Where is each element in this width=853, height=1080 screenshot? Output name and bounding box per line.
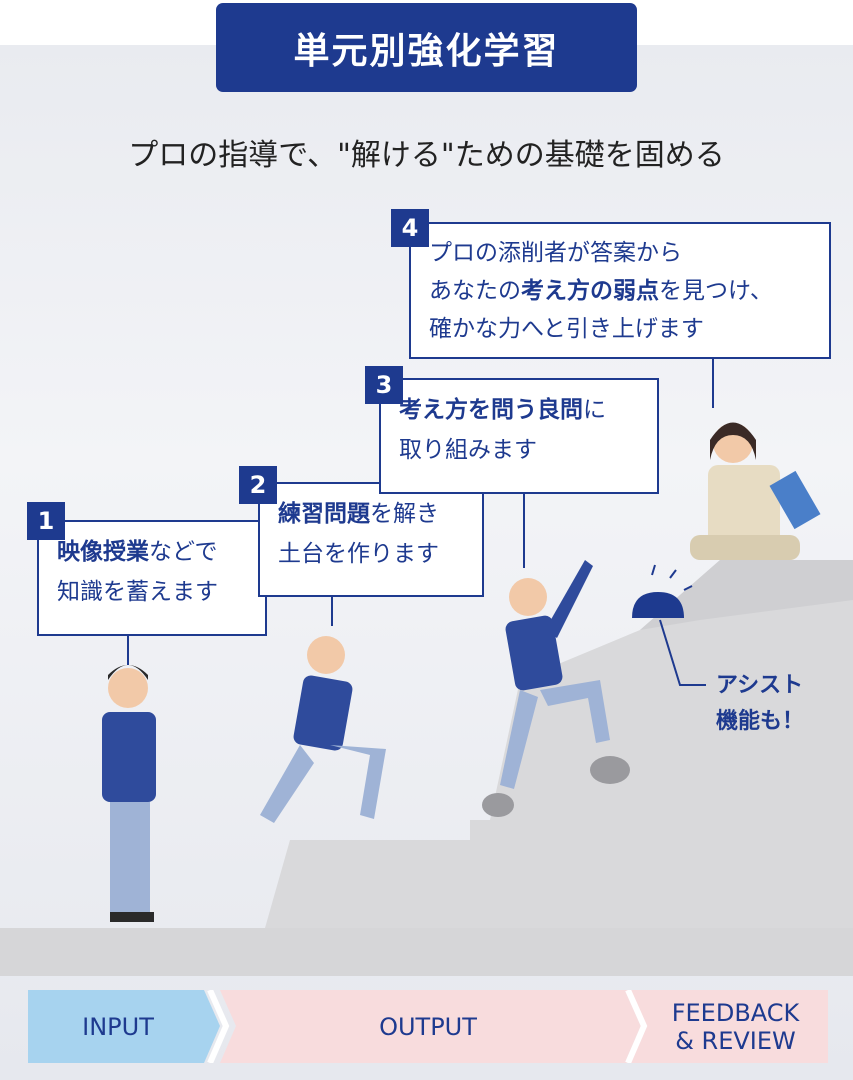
assist-line2: 機能も！ xyxy=(716,709,805,734)
step3-box: 考え方を問う良問に 取り組みます xyxy=(379,378,659,494)
step1-text: などで xyxy=(149,539,218,565)
assist-line1: アシスト xyxy=(716,673,804,698)
step2-number: 2 xyxy=(239,466,277,504)
assist-label: アシスト 機能も！ xyxy=(716,668,804,740)
step2-line2: 土台を作ります xyxy=(278,541,439,567)
flow-output-label: OUTPUT xyxy=(379,1012,477,1041)
step3-line2: 取り組みます xyxy=(399,437,537,463)
flow-feedback-line2: & REVIEW xyxy=(675,1026,796,1055)
assist-pointer xyxy=(659,619,706,686)
step4-line2-post: を見つけ、 xyxy=(659,278,773,304)
step2-bold: 練習問題 xyxy=(278,501,370,527)
step4-line2-pre: あなたの xyxy=(429,278,521,304)
flow-feedback-label: FEEDBACK & REVIEW xyxy=(643,990,828,1063)
step1-connector xyxy=(127,635,129,665)
student-figure-3 xyxy=(482,560,630,817)
step2-connector xyxy=(331,596,333,626)
step1-line2: 知識を蓄えます xyxy=(57,579,218,605)
step4-number: 4 xyxy=(391,209,429,247)
student-figure-2 xyxy=(260,636,386,823)
step1-number: 1 xyxy=(27,502,65,540)
student-figure-1 xyxy=(102,665,156,922)
stairs xyxy=(265,560,853,928)
flow-feedback-line1: FEEDBACK xyxy=(671,998,800,1027)
tutor-figure xyxy=(690,422,821,560)
page-title: 単元別強化学習 xyxy=(216,3,637,92)
step4-box: プロの添削者が答案から あなたの考え方の弱点を見つけ、 確かな力へと引き上げます xyxy=(409,222,831,359)
output-segment xyxy=(220,990,640,1063)
flow-input-label: INPUT xyxy=(82,1012,154,1041)
step4-bold: 考え方の弱点 xyxy=(521,278,659,304)
input-segment xyxy=(28,990,220,1063)
subtitle: プロの指導で、"解ける"ための基礎を固める xyxy=(128,138,725,173)
feedback-segment xyxy=(624,990,828,1063)
step3-text: に xyxy=(583,397,606,423)
step2-text: を解き xyxy=(370,501,439,527)
step1-box: 映像授業などで 知識を蓄えます xyxy=(37,520,267,636)
step1-bold: 映像授業 xyxy=(57,539,149,565)
flow-bar: INPUT OUTPUT FEEDBACK & REVIEW xyxy=(28,990,828,1063)
step4-connector xyxy=(712,358,714,408)
step3-number: 3 xyxy=(365,366,403,404)
helmet-icon xyxy=(632,592,684,618)
step4-line1: プロの添削者が答案から xyxy=(429,240,682,266)
step3-bold: 考え方を問う良問 xyxy=(399,397,583,423)
ground xyxy=(0,928,853,976)
step3-connector xyxy=(523,493,525,568)
step4-line3: 確かな力へと引き上げます xyxy=(429,316,704,342)
step2-box: 練習問題を解き 土台を作ります xyxy=(258,482,484,597)
